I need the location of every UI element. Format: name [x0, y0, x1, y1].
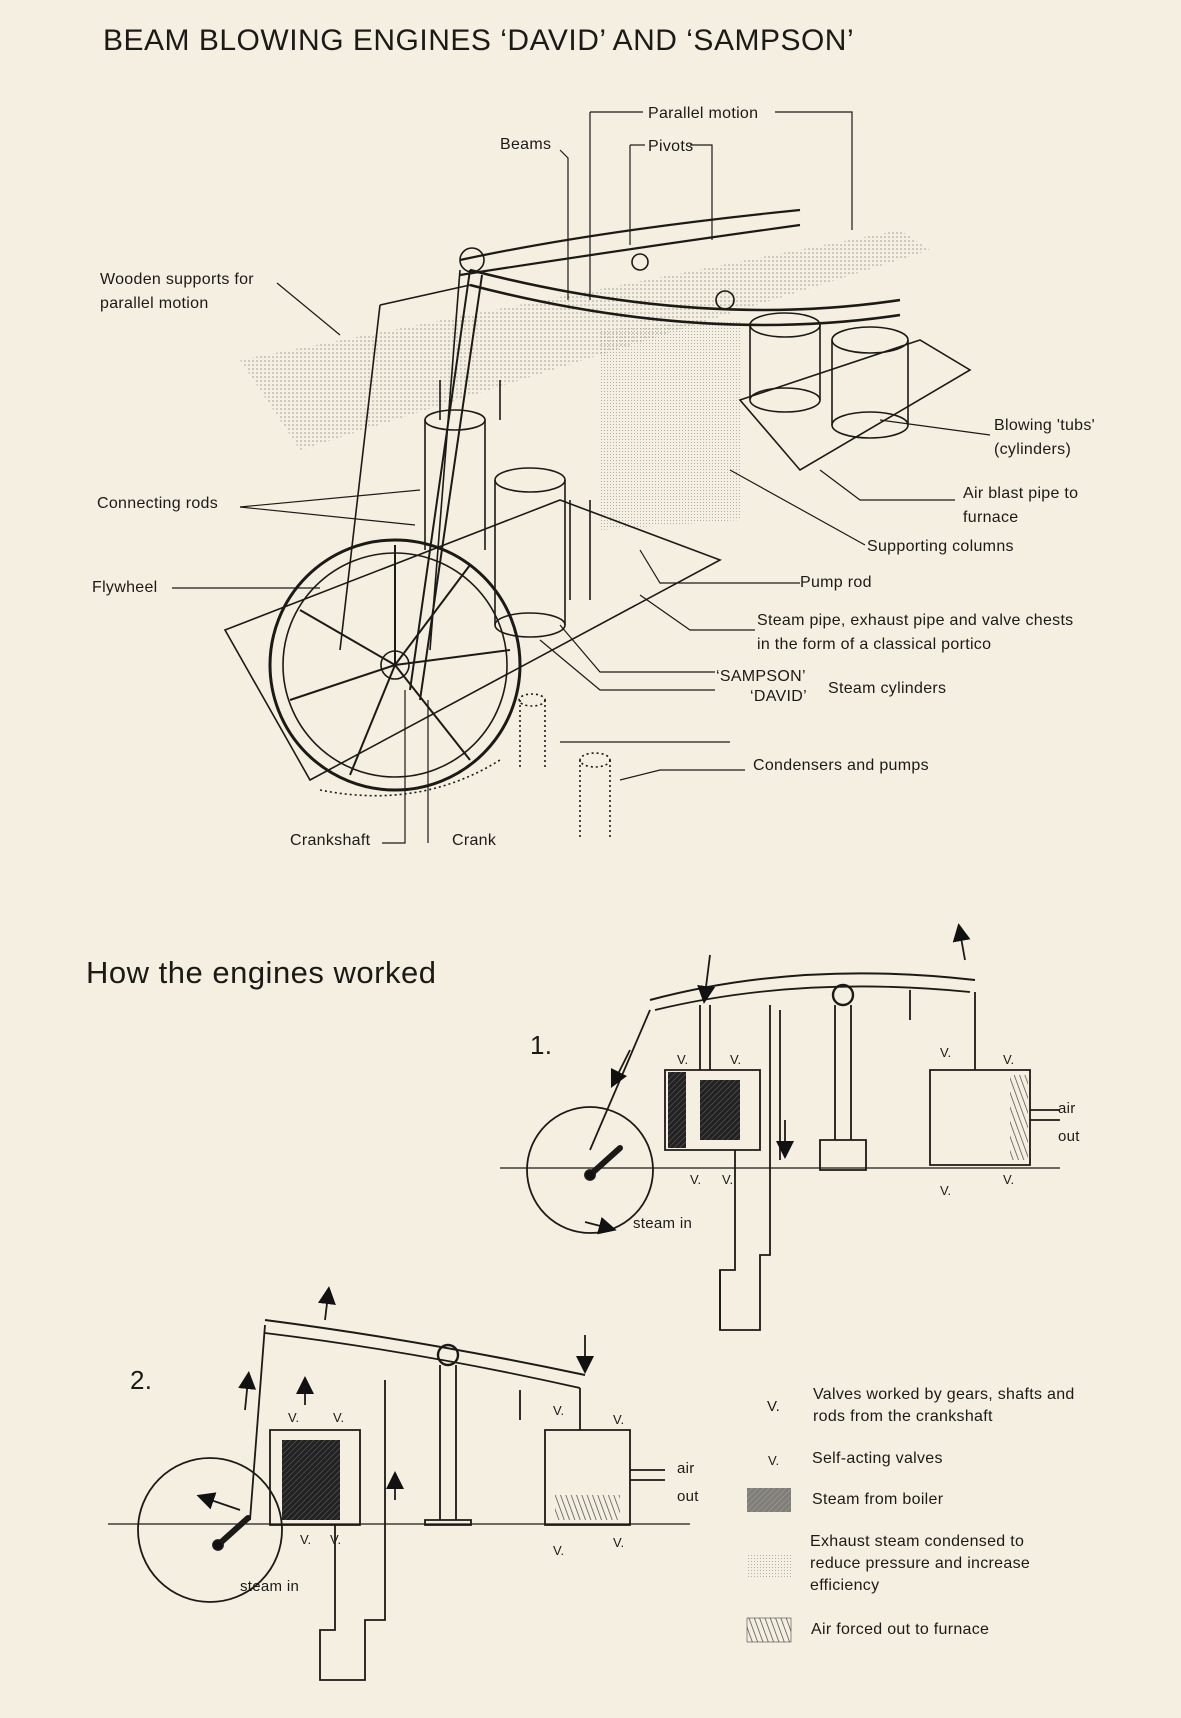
stage-2-number: 2.: [130, 1365, 153, 1395]
stage-1-valve-e: V.: [940, 1045, 952, 1060]
stage-1-steam-in: steam in: [633, 1215, 693, 1232]
stage-2-air: air: [677, 1460, 695, 1477]
stage-1-out: out: [1058, 1128, 1080, 1145]
label-supporting-columns: Supporting columns: [867, 538, 1014, 555]
stage-1-valve-b: V.: [730, 1052, 742, 1067]
label-connecting-rods: Connecting rods: [97, 495, 219, 512]
label-steam-pipe: Steam pipe, exhaust pipe and valve chest…: [757, 612, 1074, 653]
legend-text-gear-valve: Valves worked by gears, shafts and rods …: [813, 1386, 1075, 1425]
stage-2-valve-b: V.: [333, 1410, 345, 1425]
label-parallel-motion: Parallel motion: [648, 105, 759, 122]
label-air-blast-pipe: Air blast pipe to furnace: [963, 485, 1079, 526]
label-beams: Beams: [500, 136, 552, 153]
label-blowing-tubs: Blowing 'tubs' (cylinders): [994, 417, 1096, 458]
section-heading: How the engines worked: [86, 955, 437, 990]
stage-2-diagram: [108, 1286, 690, 1681]
stage-1-valve-c: V.: [690, 1172, 702, 1187]
legend-text-exhaust: Exhaust steam condensed to reduce pressu…: [810, 1533, 1031, 1594]
stage-2-valve-h: V.: [613, 1535, 625, 1550]
stage-1-valve-g: V.: [1003, 1172, 1015, 1187]
label-crankshaft: Crankshaft: [290, 832, 371, 849]
label-steam-cylinders: Steam cylinders: [828, 680, 947, 697]
label-david: ‘DAVID’: [750, 688, 807, 705]
stage-2-valve-d: V.: [330, 1532, 342, 1547]
stage-2-valve-c: V.: [300, 1532, 312, 1547]
label-sampson: ‘SAMPSON’: [716, 668, 806, 685]
stage-1-valve-d: V.: [722, 1172, 734, 1187]
diagram-title: BEAM BLOWING ENGINES ‘DAVID’ AND ‘SAMPSO…: [103, 24, 855, 57]
engine-drawing: [172, 111, 991, 844]
legend-text-steam: Steam from boiler: [812, 1491, 944, 1508]
stage-2-valve-e: V.: [553, 1403, 565, 1418]
label-flywheel: Flywheel: [92, 579, 158, 596]
legend-text-self-acting: Self-acting valves: [812, 1450, 943, 1467]
label-pump-rod: Pump rod: [800, 574, 872, 591]
legend-text-air: Air forced out to furnace: [811, 1621, 990, 1638]
stage-1-valve-h: V.: [940, 1183, 952, 1198]
label-pivots: Pivots: [648, 138, 694, 155]
label-crank: Crank: [452, 832, 497, 849]
label-wooden-supports: Wooden supports for parallel motion: [100, 271, 254, 312]
stage-2-valve-a: V.: [288, 1410, 300, 1425]
stage-1-diagram: [500, 923, 1060, 1331]
stage-2-steam-in: steam in: [240, 1578, 300, 1595]
stage-1-valve-f: V.: [1003, 1052, 1015, 1067]
stage-1-number: 1.: [530, 1030, 553, 1060]
stage-1-air: air: [1058, 1100, 1076, 1117]
stage-1-valve-a: V.: [677, 1052, 689, 1067]
legend-symbol-self-acting: V.: [768, 1453, 780, 1468]
legend-symbol-gear-valve: V.: [767, 1398, 780, 1415]
stage-2-valve-g: V.: [553, 1543, 565, 1558]
stage-2-valve-f: V.: [613, 1412, 625, 1427]
stage-2-out: out: [677, 1488, 699, 1505]
label-condensers-pumps: Condensers and pumps: [753, 757, 929, 774]
